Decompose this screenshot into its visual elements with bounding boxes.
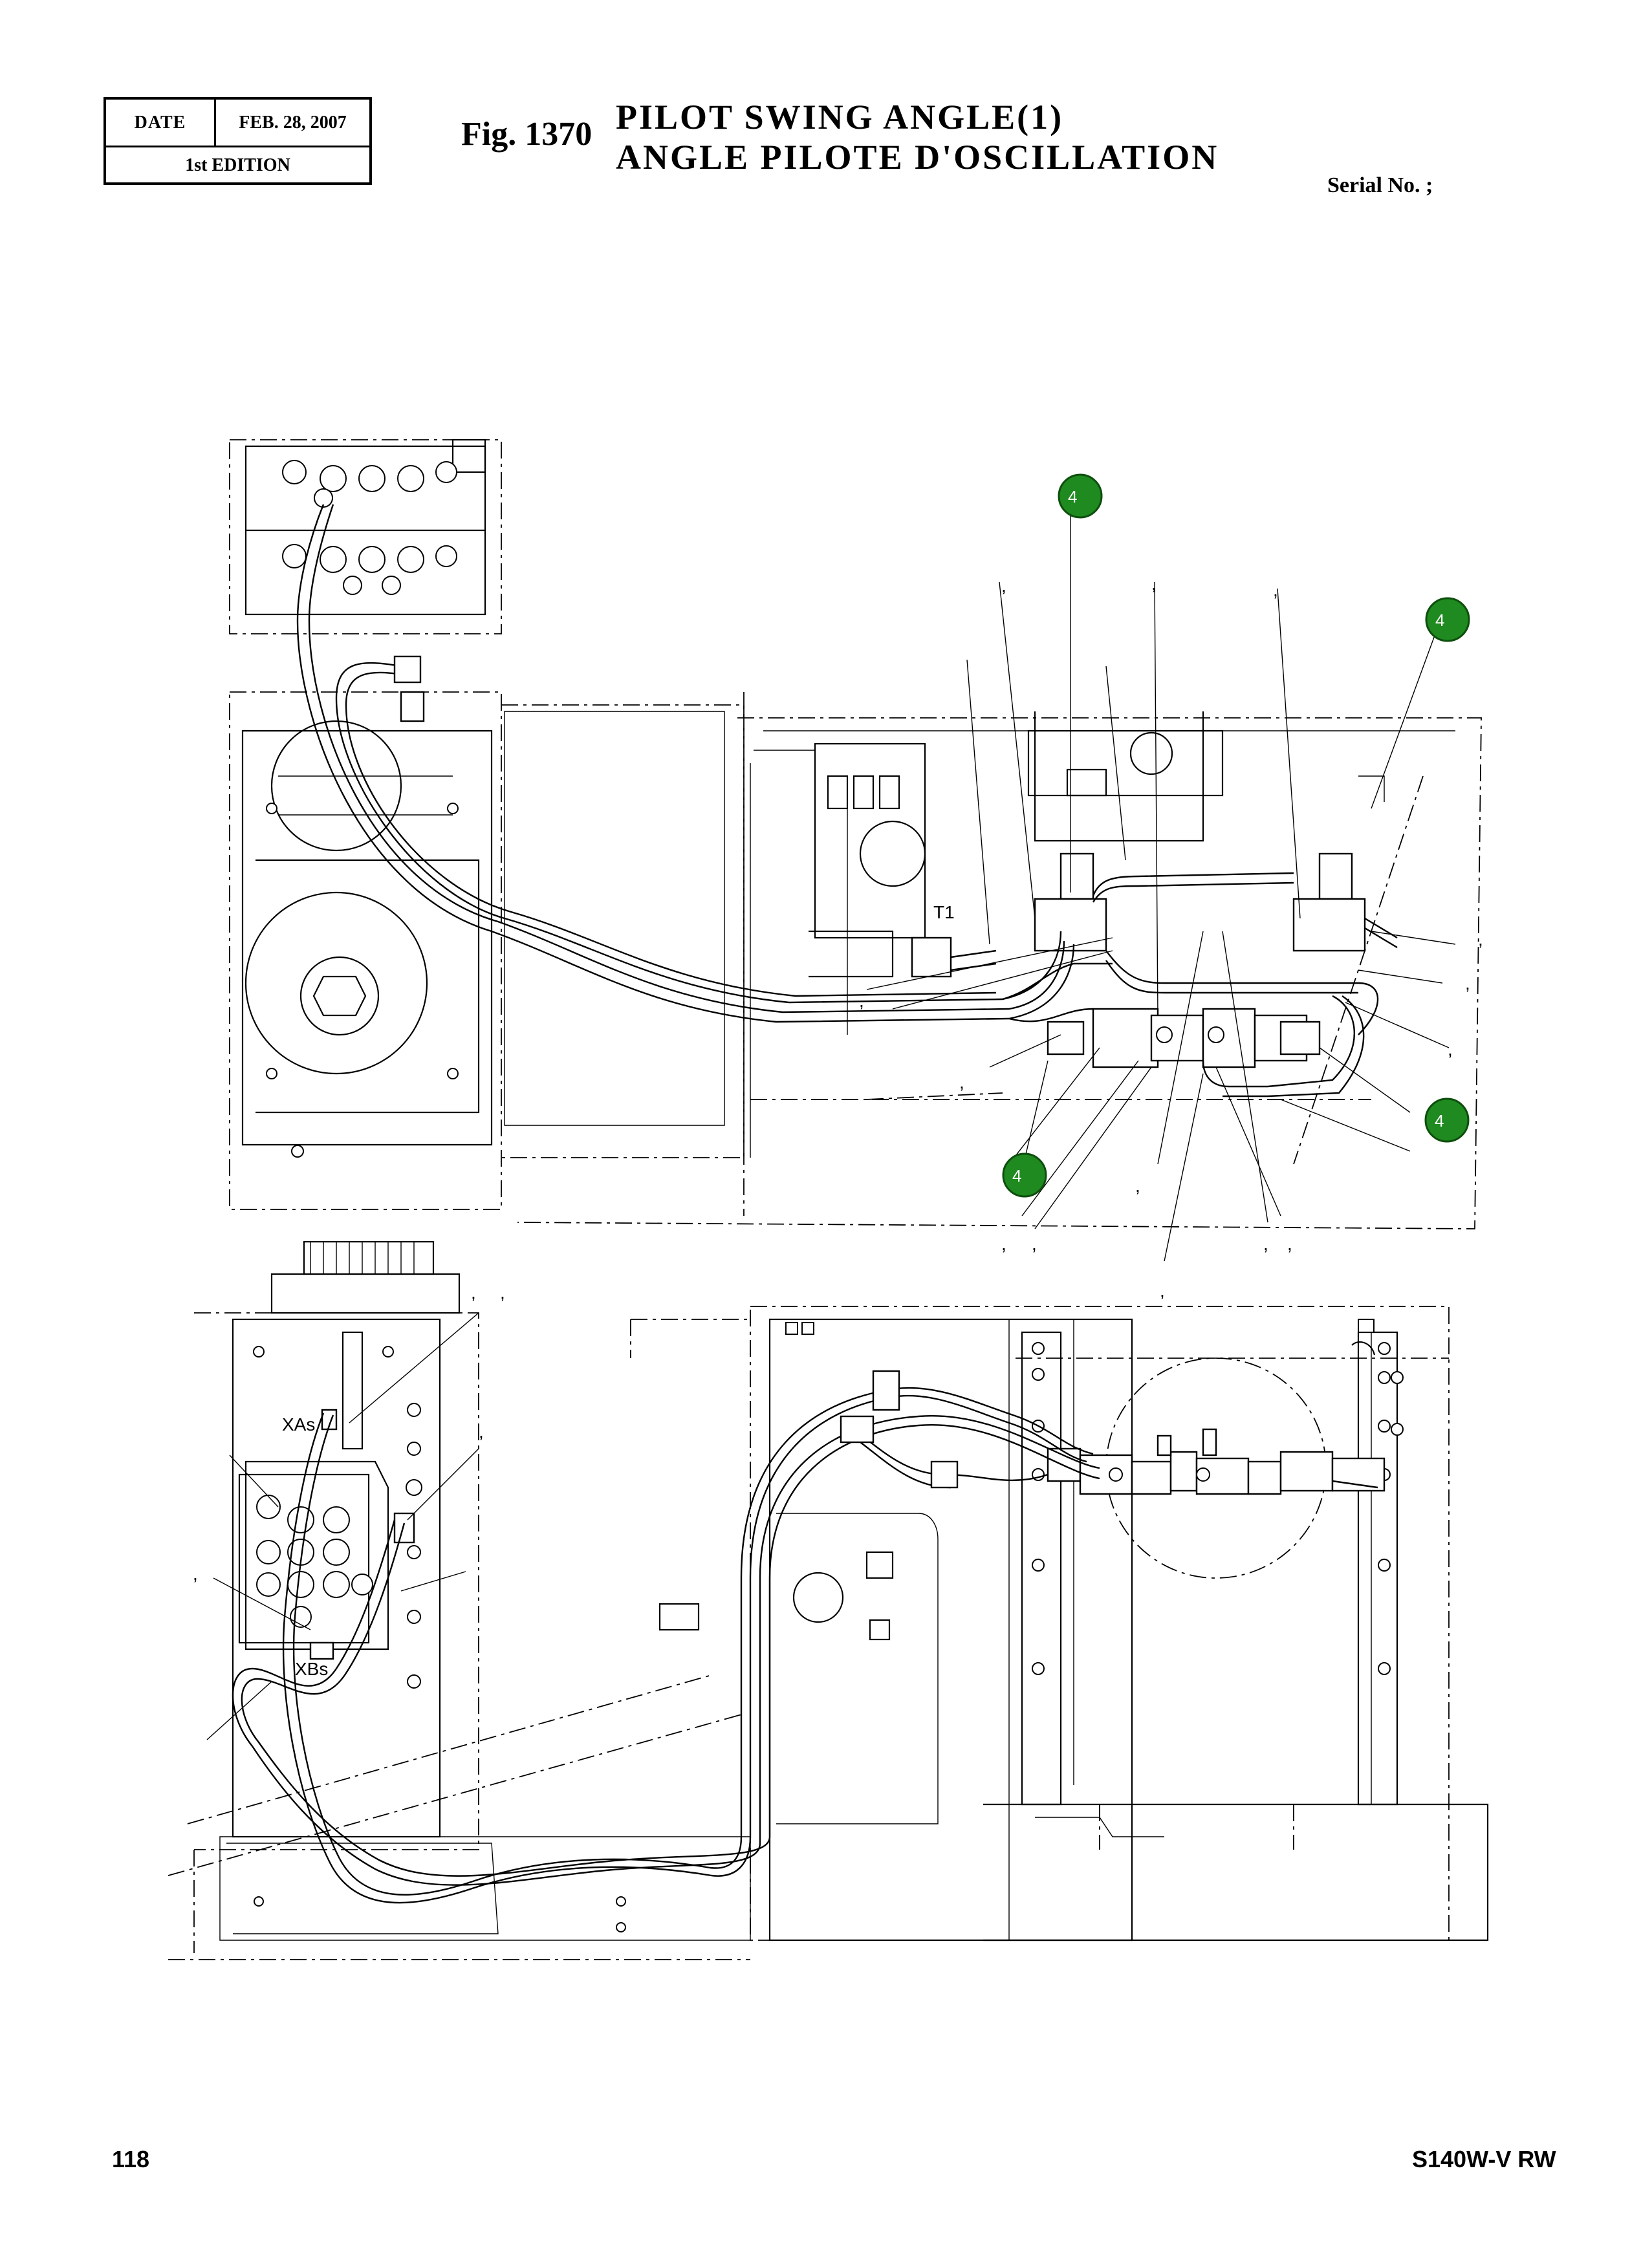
model-name: S140W-V RW xyxy=(1412,2146,1556,2172)
svg-text:4: 4 xyxy=(1012,1166,1021,1185)
port-label-xas: XAs xyxy=(282,1414,315,1434)
leader-separator: , xyxy=(1160,1281,1165,1301)
date-row: DATE FEB. 28, 2007 xyxy=(106,100,369,147)
port-label-t1: T1 xyxy=(933,902,955,922)
leader-separator: , xyxy=(471,1282,476,1303)
callout-4-d: 4 xyxy=(1002,1152,1047,1198)
leader-separator: , xyxy=(1032,1234,1037,1254)
edition-label: 1st EDITION xyxy=(185,155,290,175)
lower-left-component: XAs XBs xyxy=(194,1240,479,1850)
date-value: FEB. 28, 2007 xyxy=(239,112,347,133)
figure-number: Fig. 1370 xyxy=(461,116,592,153)
serial-number-label: Serial No. ; xyxy=(1327,173,1433,197)
leader-separator: , xyxy=(1478,929,1483,949)
leader-separator: , xyxy=(479,1422,484,1442)
lower-long-hoses xyxy=(232,1370,1100,1904)
upper-leaders: , , , , , , , , , , , , , , xyxy=(859,514,1483,1301)
leader-separator: , xyxy=(1465,973,1470,993)
lower-left-frame xyxy=(168,1603,751,1960)
pilot-valve-assembly-upper: T1 xyxy=(809,742,1398,1098)
control-valve-top xyxy=(229,438,502,634)
leader-separator: , xyxy=(500,1282,505,1303)
upper-left-frame xyxy=(229,691,744,1216)
edition-info-box: DATE FEB. 28, 2007 1st EDITION xyxy=(103,97,372,185)
svg-text:4: 4 xyxy=(1435,1111,1444,1130)
lower-view: XAs XBs xyxy=(168,1240,1489,1960)
page-number: 118 xyxy=(112,2146,150,2172)
date-label: DATE xyxy=(106,100,216,146)
title-english: PILOT SWING ANGLE(1) xyxy=(616,98,1064,136)
leader-separator: , xyxy=(1287,1234,1292,1254)
leader-separator: , xyxy=(1273,580,1278,600)
leader-separator: , xyxy=(1001,1234,1006,1254)
leader-separator: , xyxy=(959,1072,964,1092)
svg-text:4: 4 xyxy=(1435,611,1444,630)
lower-leaders: , , , , xyxy=(193,1282,505,1740)
callout-4-b: 4 xyxy=(1425,597,1470,642)
leader-separator: , xyxy=(1263,1234,1268,1254)
pilot-valve-assembly-lower xyxy=(1047,1428,1386,1495)
upper-view: T1 xyxy=(229,438,1483,1301)
leader-separator: , xyxy=(1448,1039,1453,1059)
port-label-xbs: XBs xyxy=(295,1659,328,1679)
svg-text:4: 4 xyxy=(1068,487,1077,506)
leader-separator: , xyxy=(1151,574,1157,594)
leader-separator: , xyxy=(859,991,864,1011)
upper-long-hoses xyxy=(296,504,1113,1023)
leader-separator: , xyxy=(1001,576,1006,596)
upper-right-frame xyxy=(517,711,1482,1229)
leader-separator: , xyxy=(1135,1176,1140,1196)
leader-separator: , xyxy=(193,1564,198,1584)
callout-4-a: 4 xyxy=(1058,473,1103,519)
title-french: ANGLE PILOTE D'OSCILLATION xyxy=(616,138,1219,177)
callout-4-c: 4 xyxy=(1424,1098,1470,1143)
